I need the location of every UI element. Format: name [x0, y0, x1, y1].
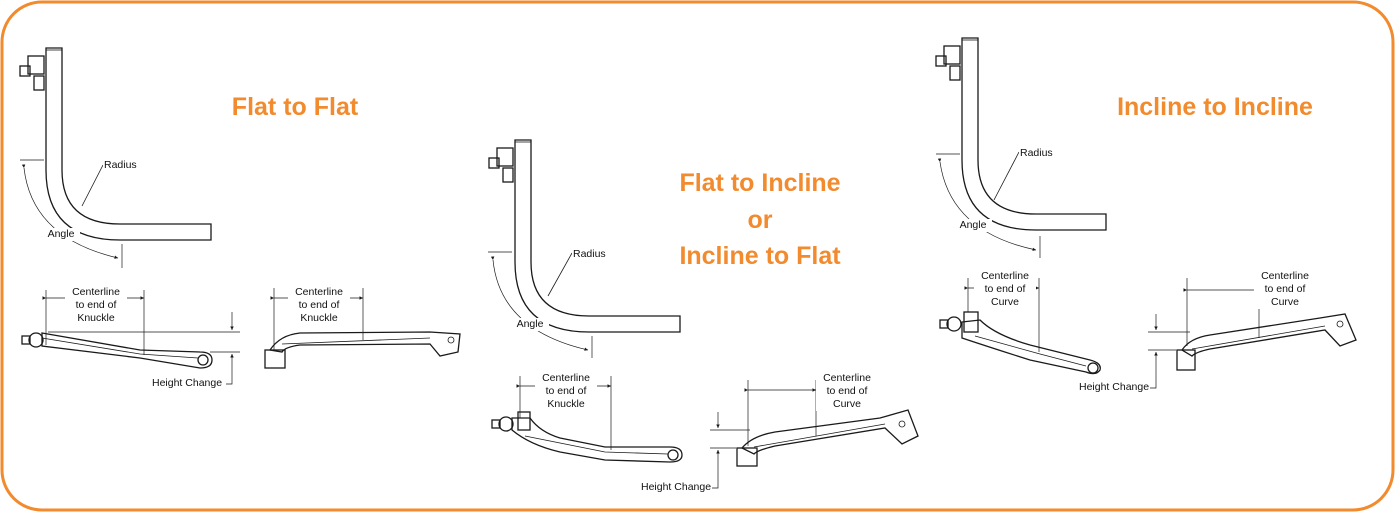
height-change-label: Height Change: [640, 481, 713, 494]
title-or: or: [747, 206, 773, 234]
radius-label: Radius: [1019, 147, 1054, 160]
title-flat-to-flat: Flat to Flat: [231, 93, 359, 121]
radius-label: Radius: [103, 159, 138, 172]
centerline-label: Centerline: [816, 372, 878, 385]
flat-to-flat-side-left: [21, 290, 240, 385]
flat-to-incline-side-right: [710, 380, 919, 489]
angle-label: Angle: [511, 318, 549, 331]
centerline-label: Centerline: [535, 372, 597, 385]
angle-label: Angle: [42, 228, 80, 241]
title-flat-to-incline: Flat to Incline: [679, 169, 841, 197]
centerline-label: Centerline: [1254, 270, 1316, 283]
centerline-label: to end of: [816, 385, 878, 398]
height-change-label: Height Change: [151, 377, 224, 390]
title-incline-to-incline: Incline to Incline: [1117, 93, 1313, 121]
radius-label: Radius: [572, 248, 607, 261]
centerline-label: Centerline: [974, 270, 1036, 283]
centerline-label: Knuckle: [65, 312, 127, 325]
centerline-label: Curve: [974, 296, 1036, 309]
incline-to-incline-top-view: [935, 37, 1107, 258]
centerline-label: to end of: [288, 299, 350, 312]
flat-to-incline-top-view: [488, 139, 681, 358]
centerline-label: Centerline: [288, 286, 350, 299]
centerline-label: to end of: [1254, 283, 1316, 296]
height-change-label: Height Change: [1078, 381, 1151, 394]
flat-to-flat-top-view: [19, 47, 212, 268]
centerline-label: to end of: [974, 283, 1036, 296]
centerline-label: Curve: [1254, 296, 1316, 309]
centerline-label: to end of: [65, 299, 127, 312]
centerline-label: Curve: [816, 398, 878, 411]
incline-to-incline-side-right: [1148, 278, 1357, 389]
title-incline-to-flat: Incline to Flat: [679, 242, 841, 270]
centerline-label: to end of: [535, 385, 597, 398]
angle-label: Angle: [954, 219, 992, 232]
flat-to-flat-side-right: [264, 288, 461, 369]
centerline-label: Knuckle: [288, 312, 350, 325]
centerline-label: Centerline: [65, 286, 127, 299]
centerline-label: Knuckle: [535, 398, 597, 411]
